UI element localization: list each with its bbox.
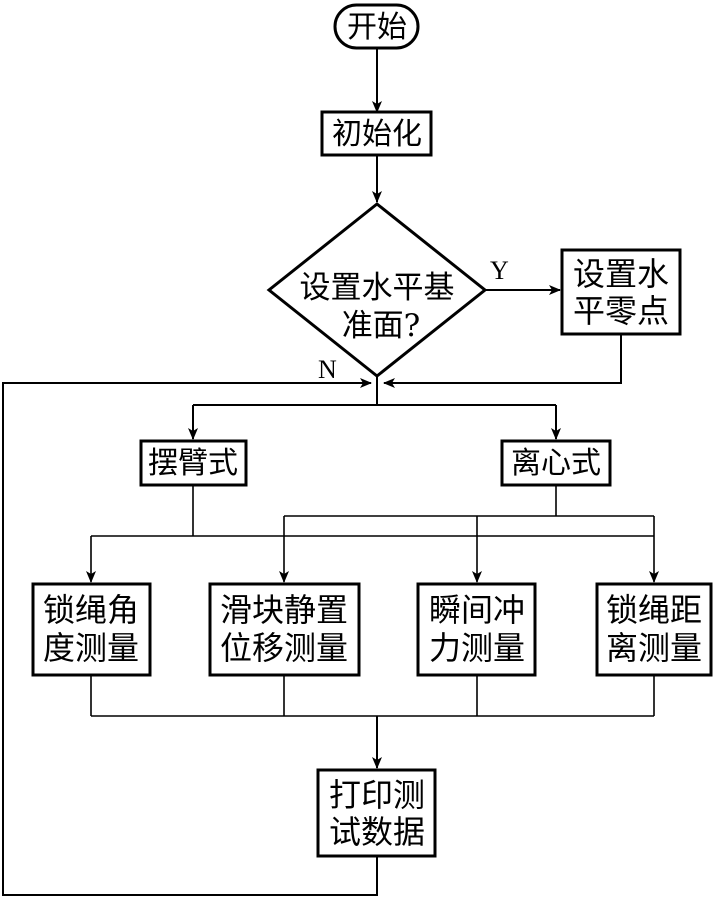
- print-data-node: 打印测 试数据: [316, 768, 437, 858]
- init-label: 初始化: [332, 117, 422, 152]
- print-label-line2: 试数据: [329, 813, 425, 851]
- rope-distance-label-line1: 锁绳距: [606, 591, 702, 629]
- slider-label-line1: 滑块静置: [220, 591, 348, 629]
- rope-distance-label-line2: 离测量: [606, 629, 702, 667]
- swing-arm-label: 摆臂式: [148, 446, 238, 481]
- rope-angle-label-line1: 锁绳角: [43, 591, 139, 629]
- yes-label: Y: [490, 256, 509, 285]
- set-zero-label-line1: 设置水: [573, 255, 669, 293]
- decision-label-line2: 准面?: [342, 308, 421, 344]
- set-zero-label-line2: 平零点: [573, 292, 669, 330]
- set-zero-node: 设置水 平零点: [560, 248, 682, 336]
- connectors: [2, 48, 659, 896]
- arrow-loop-back: [2, 378, 378, 896]
- rope-distance-node: 锁绳距 离测量: [595, 582, 713, 677]
- no-label: N: [318, 355, 337, 384]
- centrifugal-node: 离心式: [500, 439, 612, 487]
- slider-displacement-node: 滑块静置 位移测量: [208, 582, 361, 677]
- impulse-label-line1: 瞬间冲: [429, 591, 525, 629]
- slider-label-line2: 位移测量: [220, 629, 348, 667]
- rope-angle-node: 锁绳角 度测量: [31, 582, 152, 677]
- init-node: 初始化: [320, 110, 433, 157]
- centrifugal-label: 离心式: [511, 446, 601, 481]
- rope-angle-label-line2: 度测量: [43, 629, 139, 667]
- print-label-line1: 打印测: [329, 776, 425, 814]
- decision-node: 设置水平基 准面?: [266, 202, 488, 378]
- impulse-node: 瞬间冲 力测量: [416, 582, 537, 677]
- swing-arm-node: 摆臂式: [139, 439, 248, 487]
- start-label: 开始: [347, 10, 407, 45]
- impulse-label-line2: 力测量: [429, 629, 525, 667]
- arrow-set-zero-return: [383, 334, 622, 388]
- decision-label-line1: 设置水平基: [300, 270, 455, 306]
- start-node: 开始: [333, 3, 420, 50]
